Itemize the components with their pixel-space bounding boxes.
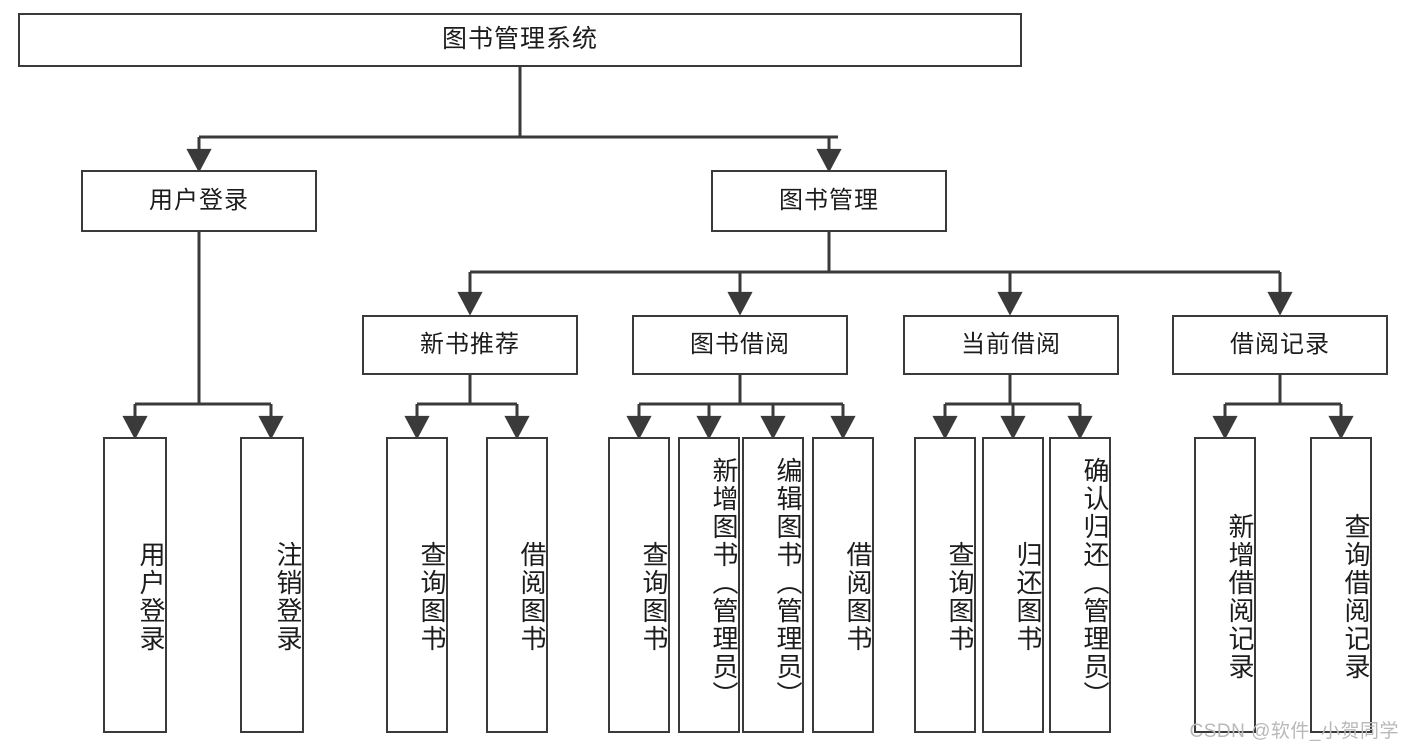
node-label: 用户登录 [136, 541, 166, 653]
node-user-login[interactable]: 用户登录 [81, 170, 317, 232]
node-leaf-query-book-1[interactable]: 查询图书 [386, 437, 448, 733]
node-leaf-edit-book[interactable]: 编辑图书（管理员） [742, 437, 804, 733]
node-book-borrow[interactable]: 图书借阅 [632, 315, 848, 375]
node-label: 借阅图书 [843, 541, 873, 653]
node-label: 新增图书（管理员） [709, 457, 739, 709]
node-label: 图书借阅 [690, 330, 790, 358]
node-leaf-query-record[interactable]: 查询借阅记录 [1310, 437, 1372, 733]
node-leaf-add-book[interactable]: 新增图书（管理员） [678, 437, 740, 733]
node-leaf-return-book[interactable]: 归还图书 [982, 437, 1044, 733]
csdn-watermark: CSDN @软件_小贺同学 [1189, 721, 1399, 742]
node-leaf-query-book-2[interactable]: 查询图书 [608, 437, 670, 733]
node-label: 借阅记录 [1230, 330, 1330, 358]
node-label: 查询图书 [945, 541, 975, 653]
node-book-manage[interactable]: 图书管理 [711, 170, 947, 232]
node-leaf-user-login[interactable]: 用户登录 [103, 437, 167, 733]
node-label: 查询图书 [417, 541, 447, 653]
node-label: 新增借阅记录 [1225, 513, 1255, 681]
node-label: 确认归还（管理员） [1080, 457, 1110, 709]
node-label: 查询图书 [639, 541, 669, 653]
node-label: 注销登录 [273, 541, 303, 653]
node-leaf-confirm-return[interactable]: 确认归还（管理员） [1049, 437, 1111, 733]
node-label: 图书管理 [779, 186, 879, 214]
node-root-system[interactable]: 图书管理系统 [18, 13, 1022, 67]
node-leaf-add-record[interactable]: 新增借阅记录 [1194, 437, 1256, 733]
node-current-borrow[interactable]: 当前借阅 [903, 315, 1119, 375]
node-borrow-record[interactable]: 借阅记录 [1172, 315, 1388, 375]
node-leaf-query-book-3[interactable]: 查询图书 [914, 437, 976, 733]
node-label: 编辑图书（管理员） [773, 457, 803, 709]
node-label: 图书管理系统 [441, 25, 598, 54]
node-leaf-logout[interactable]: 注销登录 [240, 437, 304, 733]
node-leaf-borrow-book-1[interactable]: 借阅图书 [486, 437, 548, 733]
node-leaf-borrow-book-2[interactable]: 借阅图书 [812, 437, 874, 733]
node-new-book-rec[interactable]: 新书推荐 [362, 315, 578, 375]
node-label: 查询借阅记录 [1341, 513, 1371, 681]
node-label: 借阅图书 [517, 541, 547, 653]
node-label: 用户登录 [149, 186, 249, 214]
node-label: 当前借阅 [961, 330, 1061, 358]
node-label: 新书推荐 [420, 330, 520, 358]
node-label: 归还图书 [1013, 541, 1043, 653]
